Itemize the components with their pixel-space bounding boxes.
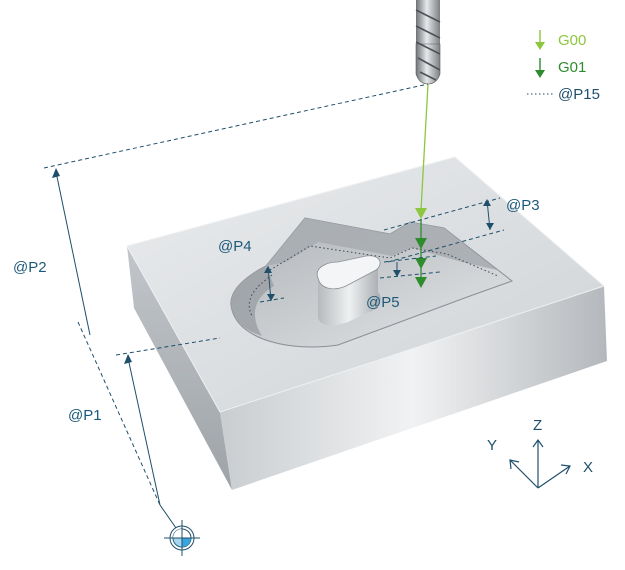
y-axis-label: Y bbox=[487, 437, 497, 454]
p2-extension-bottom bbox=[77, 321, 161, 506]
p4-arrowhead-top bbox=[264, 266, 272, 273]
y-axis-line bbox=[509, 459, 539, 489]
p5-label: @P5 bbox=[366, 294, 400, 311]
p2-arrowhead bbox=[52, 168, 60, 178]
x-axis-line bbox=[537, 465, 571, 489]
g00-rapid-line bbox=[420, 83, 429, 211]
p2-dimension-line bbox=[55, 171, 91, 336]
legend: G00 G01 @P15 bbox=[527, 30, 600, 103]
z-axis-label: Z bbox=[533, 417, 542, 434]
tool-shank bbox=[416, 0, 440, 44]
x-arrowhead-icon bbox=[560, 464, 571, 475]
pocket-depth-contour bbox=[269, 245, 499, 277]
p2-label: @P2 bbox=[13, 259, 47, 276]
p3-arrowhead-bottom bbox=[486, 223, 494, 230]
pocket-wall-left bbox=[230, 266, 274, 336]
x-axis-label: X bbox=[583, 459, 593, 476]
p4-label: @P4 bbox=[218, 238, 252, 255]
p1-label: @P1 bbox=[68, 407, 102, 424]
coordinate-axes bbox=[509, 438, 571, 489]
tool-path bbox=[415, 83, 429, 288]
p3-extension-top bbox=[383, 197, 501, 231]
p5-extension-top bbox=[383, 255, 437, 263]
p5-arrowhead bbox=[393, 270, 401, 277]
p3-extension-bottom bbox=[387, 229, 505, 263]
legend-item-g00: G00 bbox=[535, 30, 586, 50]
legend-item-g01: G01 bbox=[535, 58, 586, 78]
g01-arrowhead-3 bbox=[415, 277, 427, 288]
g00-arrowhead bbox=[415, 208, 427, 219]
p1-arrowhead bbox=[124, 354, 132, 364]
boss-top bbox=[316, 255, 381, 290]
block-front-face bbox=[220, 286, 607, 490]
dimension-lines bbox=[43, 83, 505, 529]
y-arrowhead-icon bbox=[509, 459, 520, 470]
p3-label: @P3 bbox=[506, 197, 540, 214]
workpiece-origin-icon bbox=[164, 520, 200, 556]
pocket-wall-back bbox=[266, 218, 497, 270]
legend-label-p15: @P15 bbox=[558, 86, 600, 103]
p1-leader bbox=[159, 504, 177, 529]
p5-extension-bottom bbox=[379, 271, 441, 279]
g01-arrowhead-1 bbox=[415, 238, 427, 249]
island-boss bbox=[316, 255, 381, 326]
p2-extension-top bbox=[43, 83, 429, 169]
block-left-face bbox=[127, 246, 232, 490]
legend-label-g01: G01 bbox=[558, 59, 586, 76]
p1-dimension-line bbox=[127, 357, 161, 506]
p4-arrowhead-bottom bbox=[267, 294, 275, 301]
end-mill-tool bbox=[415, 0, 441, 85]
tool-flute-lines bbox=[415, 9, 441, 81]
p3-arrowhead-top bbox=[483, 199, 491, 206]
z-arrowhead-icon bbox=[532, 438, 544, 448]
p1-extension-top bbox=[115, 337, 221, 356]
legend-item-p15: @P15 bbox=[527, 86, 600, 103]
legend-label-g00: G00 bbox=[558, 32, 586, 49]
g01-arrowhead-2 bbox=[415, 258, 427, 269]
pocket-depth-contour-left bbox=[248, 274, 273, 317]
